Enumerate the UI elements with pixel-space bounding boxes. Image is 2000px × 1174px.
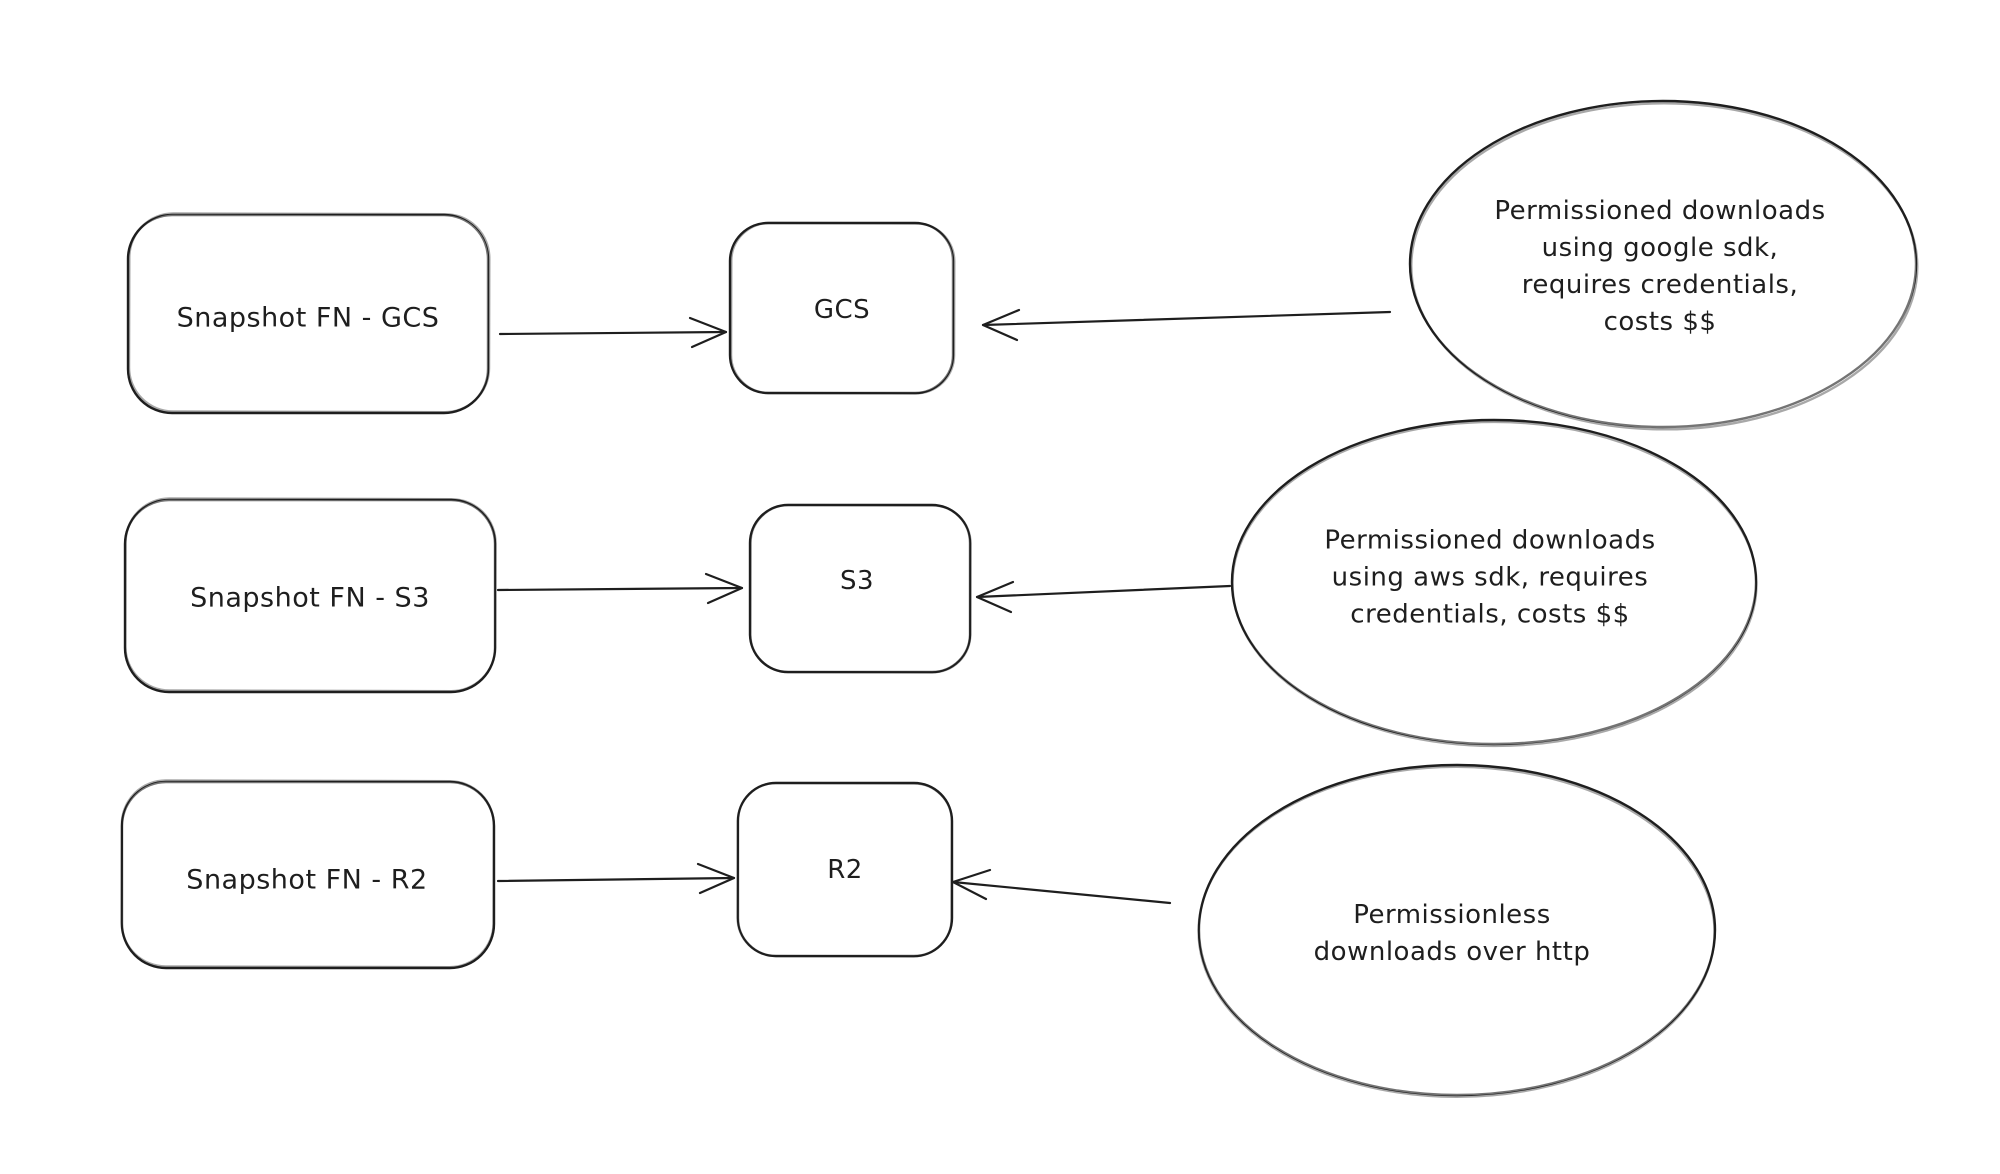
source-label-s3: Snapshot FN - S3	[190, 582, 430, 614]
arrow-note-to-r2	[951, 868, 1172, 905]
arrow-source-to-gcs	[498, 316, 728, 349]
source-label-r2: Snapshot FN - R2	[186, 864, 428, 896]
arrow-source-to-s3	[496, 572, 744, 605]
arrow-note-to-s3	[975, 580, 1232, 614]
target-label-r2: R2	[827, 855, 863, 885]
arrow-note-to-gcs	[981, 308, 1392, 342]
source-label-gcs: Snapshot FN - GCS	[176, 302, 440, 334]
note-text-s3: Permissioned downloads using aws sdk, re…	[1324, 525, 1656, 630]
arrow-source-to-r2	[496, 862, 736, 895]
note-text-r2: Permissionless downloads over http	[1313, 900, 1591, 967]
target-label-s3: S3	[839, 566, 875, 596]
target-label-gcs: GCS	[813, 295, 871, 325]
note-text-gcs: Permissioned downloads using google sdk,…	[1494, 196, 1826, 337]
